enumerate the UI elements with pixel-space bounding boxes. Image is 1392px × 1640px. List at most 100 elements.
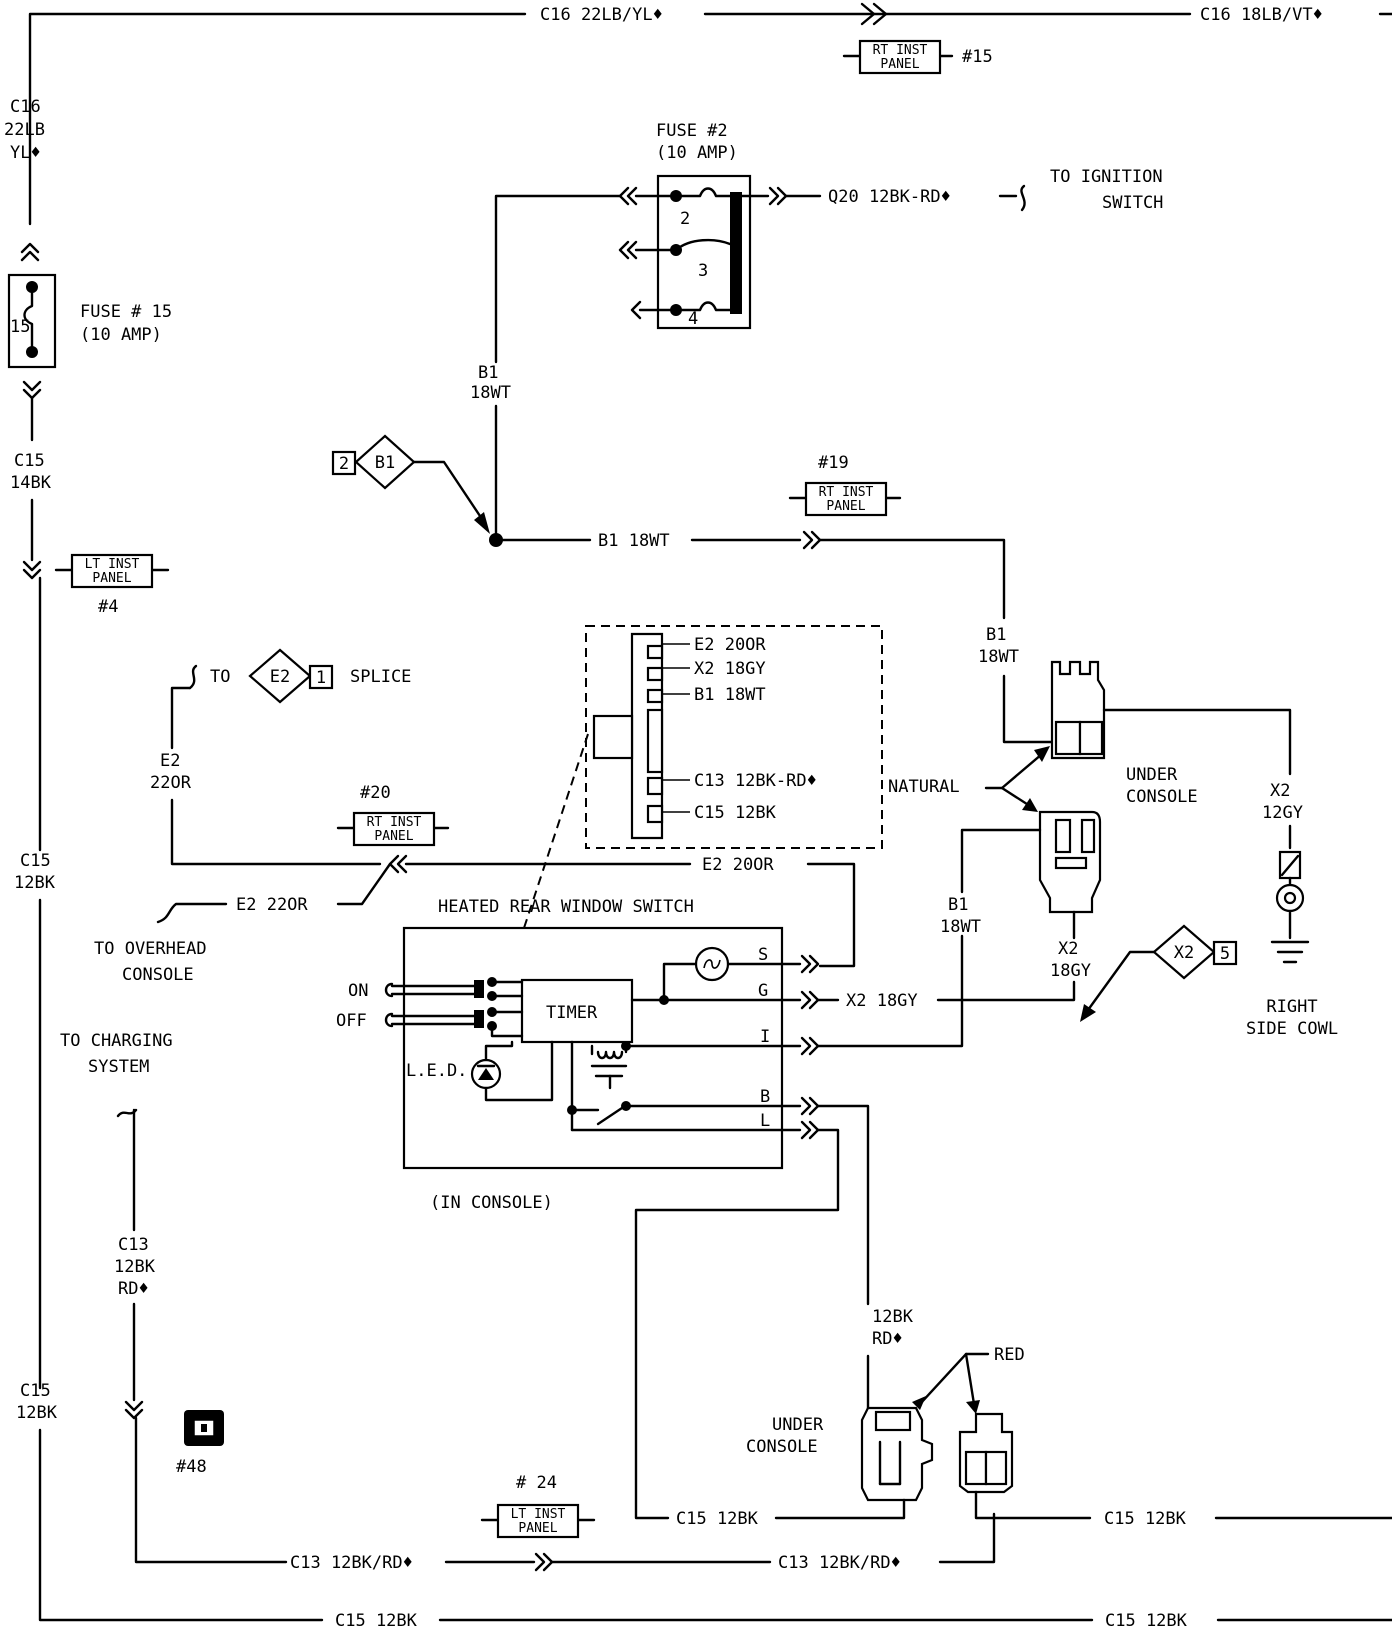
overhead-line1: TO OVERHEAD bbox=[94, 939, 207, 959]
pin-l: L bbox=[760, 1111, 770, 1131]
c15-left-wire: C15 14BK C15 12BK C15 12BK C15 12BK C15 … bbox=[10, 396, 1392, 1631]
c15-mid-line1: C15 bbox=[20, 851, 51, 871]
b1-vert-line1: B1 bbox=[478, 363, 498, 383]
c15-mid-line2: 12BK bbox=[14, 873, 56, 893]
c16-line1: C16 bbox=[10, 97, 41, 117]
pin-i: I bbox=[760, 1027, 770, 1047]
fuse-2-slot-3: 3 bbox=[698, 261, 708, 281]
fuse-15-amp: (10 AMP) bbox=[80, 325, 162, 345]
c15-low-line2: 12BK bbox=[16, 1403, 58, 1423]
off-label: OFF bbox=[336, 1011, 367, 1031]
switch-location: (IN CONSOLE) bbox=[430, 1193, 553, 1213]
wire-label-c15-bottom-mid: C15 12BK bbox=[676, 1509, 759, 1529]
ignition-label-line2: SWITCH bbox=[1102, 193, 1163, 213]
fuse-2-title: FUSE #2 bbox=[656, 121, 728, 141]
on-label: ON bbox=[348, 981, 368, 1001]
under-console-connector-middle: X2 18GY B1 18WT bbox=[940, 810, 1102, 981]
splice-to-text: TO bbox=[210, 667, 230, 687]
diamond-e2-text: E2 bbox=[270, 667, 290, 687]
b1-wire: B1 18WT B1 18WT B1 18WT bbox=[412, 194, 1054, 744]
under-console-connector-upper: X2 12GY RIGHT SIDE COWL UNDER CONSOLE bbox=[1050, 660, 1338, 1039]
led-label: L.E.D. bbox=[406, 1061, 467, 1081]
c13-line1: C13 bbox=[118, 1235, 149, 1255]
rt-inst-panel-connector-19: #19 RT INST PANEL bbox=[788, 453, 902, 517]
pin-b: B bbox=[760, 1087, 770, 1107]
b1-lower-line2: 18WT bbox=[940, 917, 981, 937]
rt-inst-panel-connector-15: RT INST PANEL #15 bbox=[842, 39, 993, 75]
e2-left-line2: 22OR bbox=[150, 773, 192, 793]
panel-label-line2: PANEL bbox=[518, 1521, 557, 1536]
c13-line3: RD♦ bbox=[118, 1279, 149, 1299]
pin-s: S bbox=[758, 945, 768, 965]
panel-label-line1: RT INST bbox=[367, 815, 422, 830]
diamond-tag-x2: X2 5 bbox=[1080, 924, 1238, 1022]
overhead-line2: CONSOLE bbox=[122, 965, 194, 985]
wire-label-e2-22or: E2 22OR bbox=[236, 895, 308, 915]
wire-label-c13-bottom-left: C13 12BK/RD♦ bbox=[290, 1553, 413, 1573]
switch-title: HEATED REAR WINDOW SWITCH bbox=[438, 897, 694, 917]
x2-right-line2: 12GY bbox=[1262, 803, 1303, 823]
pinout-c13: C13 12BK-RD♦ bbox=[694, 771, 817, 791]
wire-label-c15-bottom-left: C15 12BK bbox=[335, 1611, 418, 1631]
right-side-cowl-line1: RIGHT bbox=[1266, 997, 1317, 1017]
c13-wire: TO CHARGING SYSTEM C13 12BK RD♦ C13 12BK… bbox=[60, 1031, 996, 1573]
c16-line3: YL♦ bbox=[10, 143, 41, 163]
connector-number-19: #19 bbox=[818, 453, 849, 473]
diamond-e2-page: 1 bbox=[316, 668, 326, 688]
panel-label-line1: LT INST bbox=[85, 557, 140, 572]
under-console-2-line1: UNDER bbox=[772, 1415, 824, 1435]
under-console-1-line1: UNDER bbox=[1126, 765, 1178, 785]
diamond-x2-page: 5 bbox=[1220, 944, 1230, 964]
pin-g: G bbox=[758, 981, 768, 1001]
diamond-x2-text: X2 bbox=[1174, 943, 1194, 963]
c15-top-line2: 14BK bbox=[10, 473, 52, 493]
b1-right-line2: 18WT bbox=[978, 647, 1019, 667]
b1-lower-line1: B1 bbox=[948, 895, 968, 915]
wire-label-e2-20or: E2 20OR bbox=[702, 855, 774, 875]
b1-vert-line2: 18WT bbox=[470, 383, 511, 403]
under-console-connector-lower: 12BK RD♦ UNDER CONSOLE RED C15 12BK C15 … bbox=[676, 1307, 1392, 1529]
c16-line2: 22LB bbox=[4, 120, 45, 140]
fuse-15-number: 15 bbox=[10, 317, 30, 337]
natural-label: NATURAL bbox=[888, 746, 1050, 812]
rd-12bk-line1: 12BK bbox=[872, 1307, 914, 1327]
switch-pinout-detail: E2 20OR X2 18GY B1 18WT C13 12BK-RD♦ C15… bbox=[523, 625, 883, 929]
connector-number-15: #15 bbox=[962, 47, 993, 67]
wire-label-c13-bottom-right: C13 12BK/RD♦ bbox=[778, 1553, 901, 1573]
diamond-tag-b1: 2 B1 bbox=[331, 434, 416, 490]
lt-inst-panel-connector-4: LT INST PANEL #4 bbox=[54, 553, 170, 617]
diamond-b1-page: 2 bbox=[339, 454, 349, 474]
charging-line1: TO CHARGING bbox=[60, 1031, 173, 1051]
wire-label-c15-bottom-right: C15 12BK bbox=[1105, 1611, 1188, 1631]
pinout-b1: B1 18WT bbox=[694, 685, 766, 705]
wire-label-x2-18gy: X2 18GY bbox=[846, 991, 918, 1011]
panel-label-line2: PANEL bbox=[92, 571, 131, 586]
fuse-2-slot-4: 4 bbox=[688, 309, 698, 329]
c13-line2: 12BK bbox=[114, 1257, 156, 1277]
panel-label-line2: PANEL bbox=[826, 499, 865, 514]
wire-label-b1-18wt: B1 18WT bbox=[598, 531, 670, 551]
fuse-2: FUSE #2 (10 AMP) 2 3 4 Q20 12BK-RD♦ TO I… bbox=[618, 121, 1163, 330]
c15-top-line1: C15 bbox=[14, 451, 45, 471]
wire-label-c16-22lb-yl: C16 22LB/YL♦ bbox=[540, 5, 663, 25]
charging-line2: SYSTEM bbox=[88, 1057, 149, 1077]
rd-12bk-line2: RD♦ bbox=[872, 1329, 903, 1349]
ground-48: #48 bbox=[176, 1410, 224, 1477]
b1-right-line1: B1 bbox=[986, 625, 1006, 645]
panel-label-line2: PANEL bbox=[374, 829, 413, 844]
connector-number-24: # 24 bbox=[516, 1473, 557, 1493]
wire-label-c15-bottom-right-upper: C15 12BK bbox=[1104, 1509, 1187, 1529]
fuse-2-amp: (10 AMP) bbox=[656, 143, 738, 163]
top-bus-wire: C16 22LB/YL♦ C16 18LB/VT♦ bbox=[28, 2, 1392, 226]
red-label: RED bbox=[994, 1345, 1025, 1365]
panel-label-line2: PANEL bbox=[880, 57, 919, 72]
pinout-x2: X2 18GY bbox=[694, 659, 766, 679]
under-console-2-line2: CONSOLE bbox=[746, 1437, 818, 1457]
panel-label-line1: RT INST bbox=[873, 43, 928, 58]
panel-label-line1: RT INST bbox=[819, 485, 874, 500]
x2-18gy-line2: 18GY bbox=[1050, 961, 1091, 981]
e2-left-line1: E2 bbox=[160, 751, 180, 771]
e2-splice: TO E2 1 SPLICE E2 22OR E2 20OR E2 22OR T… bbox=[94, 648, 856, 985]
c15-low-line1: C15 bbox=[20, 1381, 51, 1401]
